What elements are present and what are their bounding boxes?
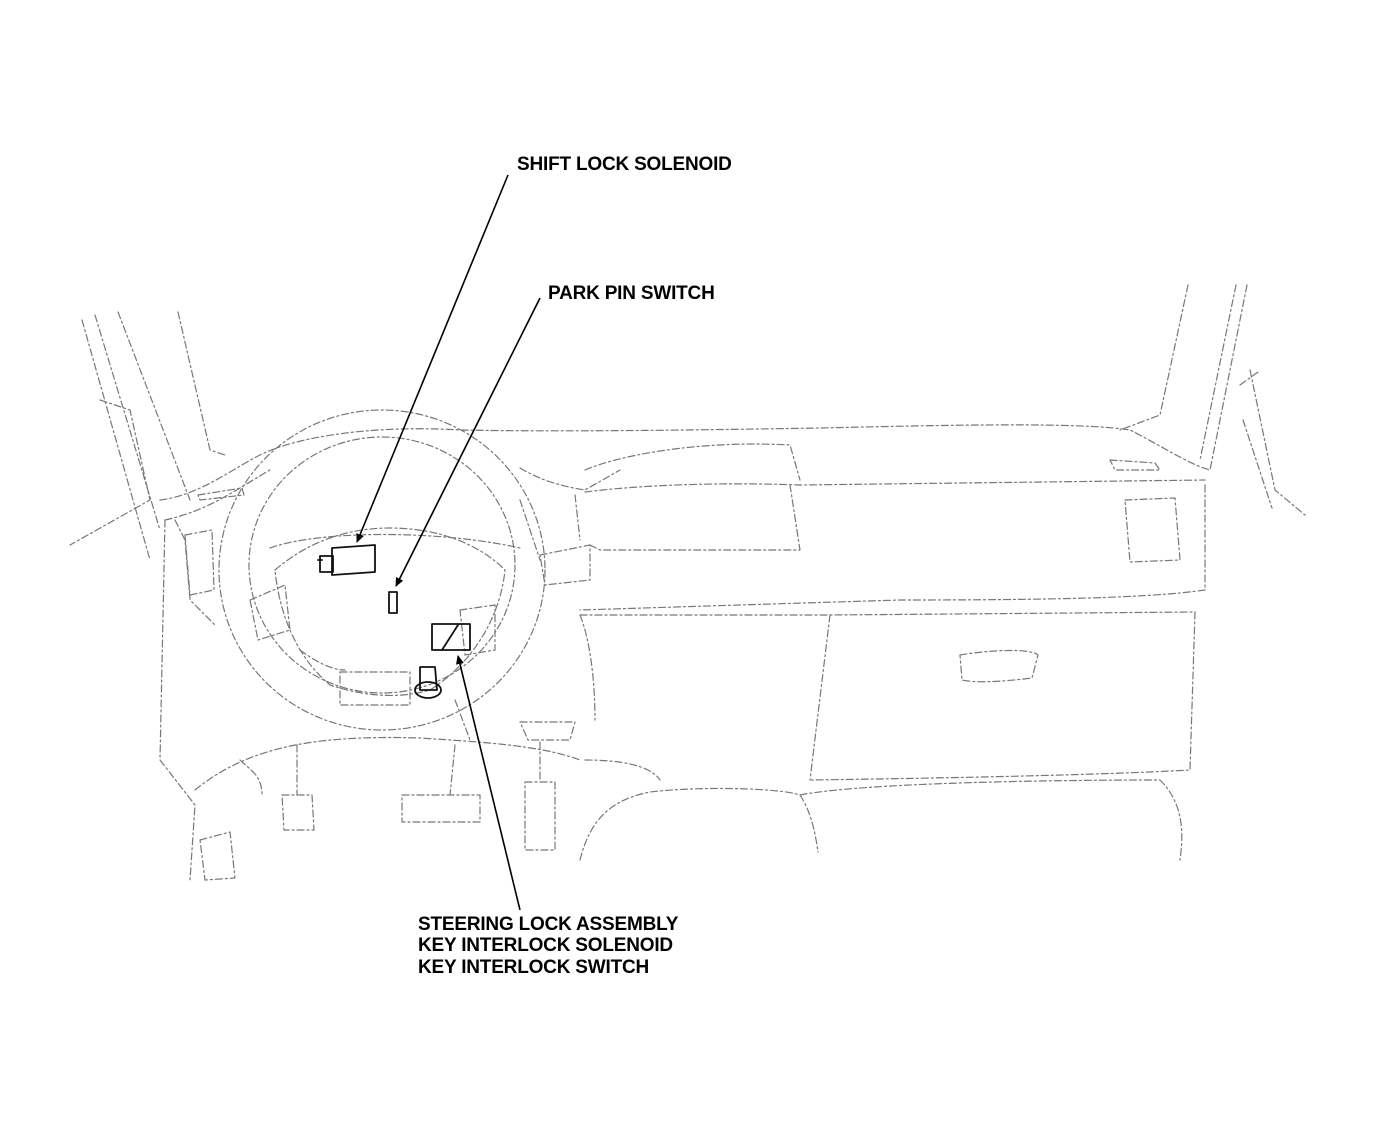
seats — [579, 779, 1183, 861]
leader-lines — [356, 174, 541, 911]
steering-wheel — [218, 409, 546, 731]
park-pin-switch-part — [388, 591, 398, 614]
center-dashboard — [519, 484, 1206, 611]
shift-lock-solenoid-part — [317, 544, 376, 576]
key-interlock-solenoid-label: KEY INTERLOCK SOLENOID — [418, 935, 673, 956]
park-pin-switch-label: PARK PIN SWITCH — [548, 283, 715, 304]
pedals — [281, 721, 576, 851]
glovebox — [579, 611, 1196, 781]
shift-lock-solenoid-label: SHIFT LOCK SOLENOID — [517, 154, 732, 175]
left-trim — [159, 519, 236, 881]
park-pin-leader — [395, 297, 541, 587]
lower-dash — [194, 699, 661, 796]
steering-lock-assembly-label: STEERING LOCK ASSEMBLY — [418, 914, 679, 935]
shift-lock-leader — [356, 174, 509, 543]
steering-lock-assembly-part — [414, 623, 471, 699]
right-a-pillar — [1119, 284, 1306, 516]
key-interlock-switch-label: KEY INTERLOCK SWITCH — [418, 957, 650, 978]
left-a-pillar — [69, 311, 226, 561]
steering-lock-leader — [456, 655, 521, 911]
dashboard-top — [159, 424, 1211, 521]
